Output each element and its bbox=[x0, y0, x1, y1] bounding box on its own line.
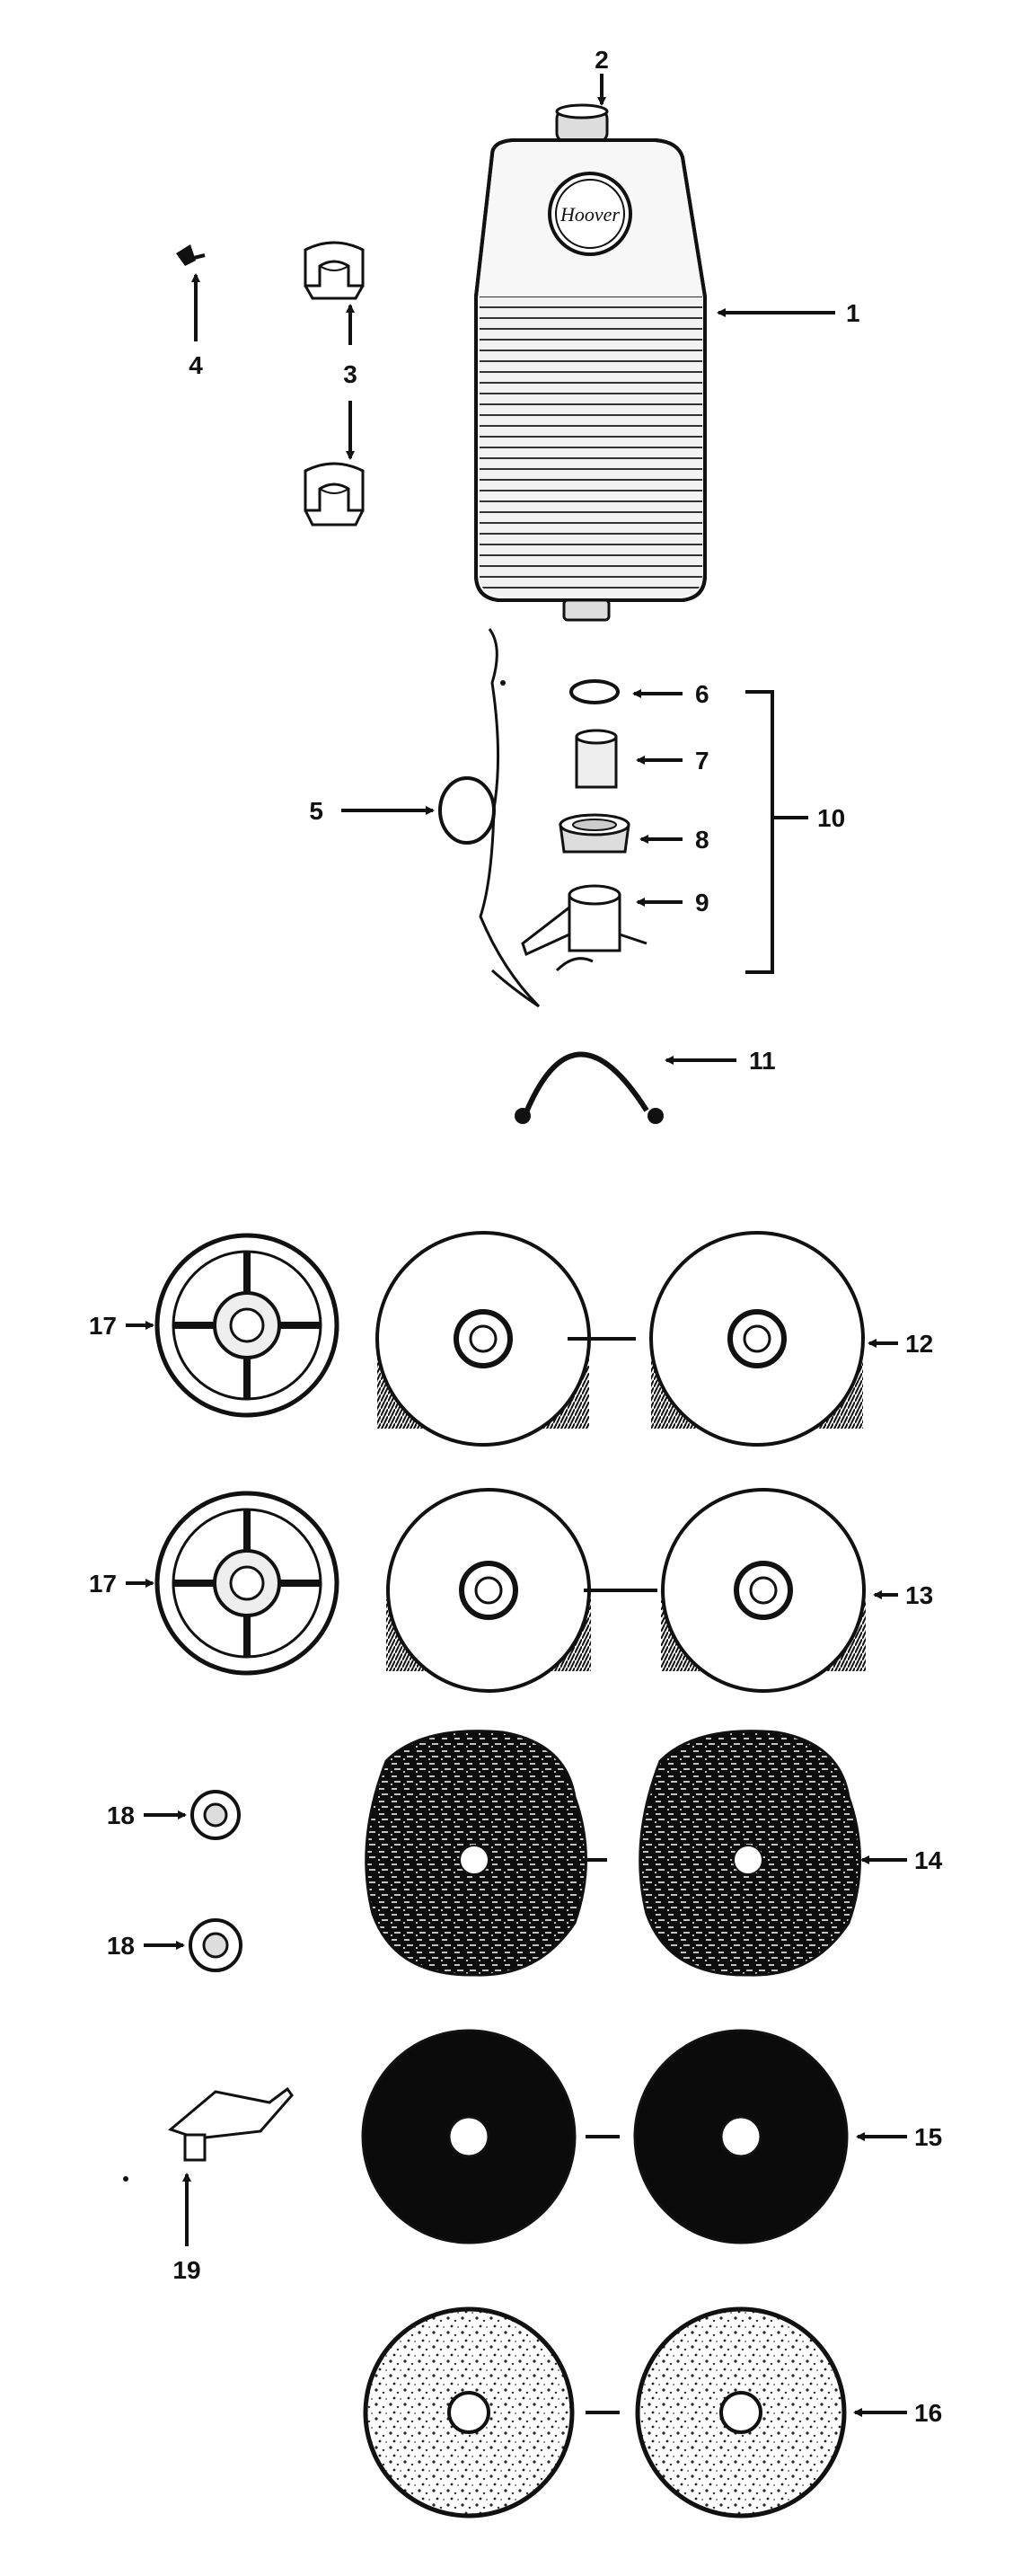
label-3: 3 bbox=[343, 360, 357, 388]
label-4: 4 bbox=[189, 351, 203, 379]
label-1: 1 bbox=[846, 299, 860, 327]
label-2: 2 bbox=[595, 46, 609, 74]
label-17-lower: 17 bbox=[89, 1570, 117, 1598]
part-17-hub-upper bbox=[154, 1233, 339, 1418]
leader-arrows bbox=[126, 74, 907, 2417]
label-19: 19 bbox=[172, 2256, 200, 2284]
logo-badge bbox=[548, 172, 632, 256]
part-13-brush-pair bbox=[386, 1488, 866, 1693]
part-19-clip bbox=[123, 2086, 294, 2182]
label-5: 5 bbox=[309, 797, 323, 825]
part-11-bail bbox=[515, 1051, 664, 1124]
label-6: 6 bbox=[695, 680, 709, 708]
label-14: 14 bbox=[914, 1846, 943, 1874]
label-17-upper: 17 bbox=[89, 1312, 117, 1340]
label-16: 16 bbox=[914, 2399, 942, 2427]
label-12: 12 bbox=[905, 1330, 933, 1358]
part-18-nut-lower bbox=[189, 1918, 242, 1972]
group-bracket bbox=[745, 690, 774, 974]
label-18-lower: 18 bbox=[107, 1932, 135, 1960]
label-9: 9 bbox=[695, 889, 709, 916]
part-1-tank: Hoover bbox=[474, 138, 707, 622]
part-6-washer bbox=[569, 679, 620, 704]
part-2-cap bbox=[555, 103, 609, 144]
label-11: 11 bbox=[749, 1047, 776, 1075]
label-8: 8 bbox=[695, 826, 709, 854]
part-9-housing bbox=[521, 884, 648, 972]
part-8-collar bbox=[559, 813, 630, 854]
part-12-brush-pair bbox=[375, 1231, 865, 1447]
part-5-cord bbox=[438, 628, 541, 1008]
label-18-upper: 18 bbox=[107, 1801, 135, 1829]
logo-text: Hoover bbox=[559, 203, 620, 226]
part-3-clip-upper bbox=[304, 241, 365, 300]
part-4-screw bbox=[176, 244, 206, 266]
part-3-clip-lower bbox=[304, 462, 365, 527]
part-16-pad-pair bbox=[363, 2306, 847, 2518]
part-15-pad-pair bbox=[361, 2029, 849, 2244]
label-13: 13 bbox=[905, 1581, 933, 1609]
part-17-hub-lower bbox=[154, 1491, 339, 1676]
label-7: 7 bbox=[695, 747, 709, 775]
label-15: 15 bbox=[914, 2123, 942, 2151]
label-10: 10 bbox=[817, 804, 845, 832]
part-18-nut-upper bbox=[190, 1790, 241, 1840]
part-14-pad-pair bbox=[365, 1730, 861, 1977]
part-7-sleeve bbox=[575, 729, 618, 789]
